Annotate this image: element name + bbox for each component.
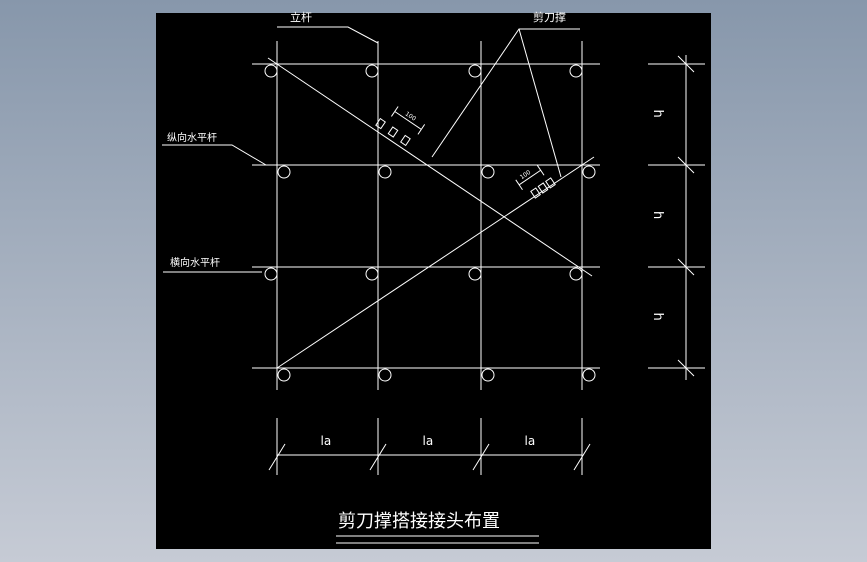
dim-label-h: h: [650, 313, 665, 321]
brace-label: 剪刀撑: [533, 10, 566, 24]
pole-leader: [277, 26, 379, 44]
transverse-label: 横向水平杆: [170, 256, 220, 269]
pole-section-circle: [468, 64, 482, 78]
dim-tick: [472, 443, 490, 471]
dim-label-la: la: [525, 434, 536, 448]
pole-section-circle: [582, 165, 596, 179]
dim-tick: [677, 258, 695, 276]
pole-section-circle: [264, 267, 278, 281]
pole-section-circle: [481, 368, 495, 382]
pole-section-circle: [569, 267, 583, 281]
dim-tick: [677, 359, 695, 377]
pole-section-circle: [264, 64, 278, 78]
pole-section-circle: [365, 267, 379, 281]
pole-section-circle: [481, 165, 495, 179]
dim-tick: [677, 55, 695, 73]
pole-section-circle: [277, 165, 291, 179]
dim-label-h: h: [650, 110, 665, 118]
dim-tick: [369, 443, 387, 471]
dim-tick: [268, 443, 286, 471]
splice-joint-1: 100: [375, 106, 426, 147]
dim-label-la: la: [321, 434, 332, 448]
pole-section-circle: [378, 165, 392, 179]
pole-section-circle: [569, 64, 583, 78]
pole-section-circle: [468, 267, 482, 281]
pole-label: 立杆: [290, 10, 312, 24]
drawing-canvas: [156, 13, 711, 549]
splice-joint-2: 100: [515, 165, 556, 199]
pole-section-circle: [277, 368, 291, 382]
longitudinal-leader: [162, 144, 267, 166]
longitudinal-label: 纵向水平杆: [167, 131, 217, 144]
scissor-brace-2: [276, 156, 595, 369]
dim-tick: [573, 443, 591, 471]
dim-label-la: la: [423, 434, 434, 448]
scissor-brace-1: [267, 57, 593, 277]
brace-leader-2: [518, 28, 562, 178]
dim-label-h: h: [650, 211, 665, 219]
pole-section-circle: [378, 368, 392, 382]
dim-tick: [677, 156, 695, 174]
dimensions: la la la h h h: [268, 55, 705, 475]
pole-section-circle: [582, 368, 596, 382]
pole-section-circle: [365, 64, 379, 78]
drawing-title: 剪刀撑搭接接头布置: [338, 511, 500, 532]
scaffold-grid: [252, 41, 600, 390]
